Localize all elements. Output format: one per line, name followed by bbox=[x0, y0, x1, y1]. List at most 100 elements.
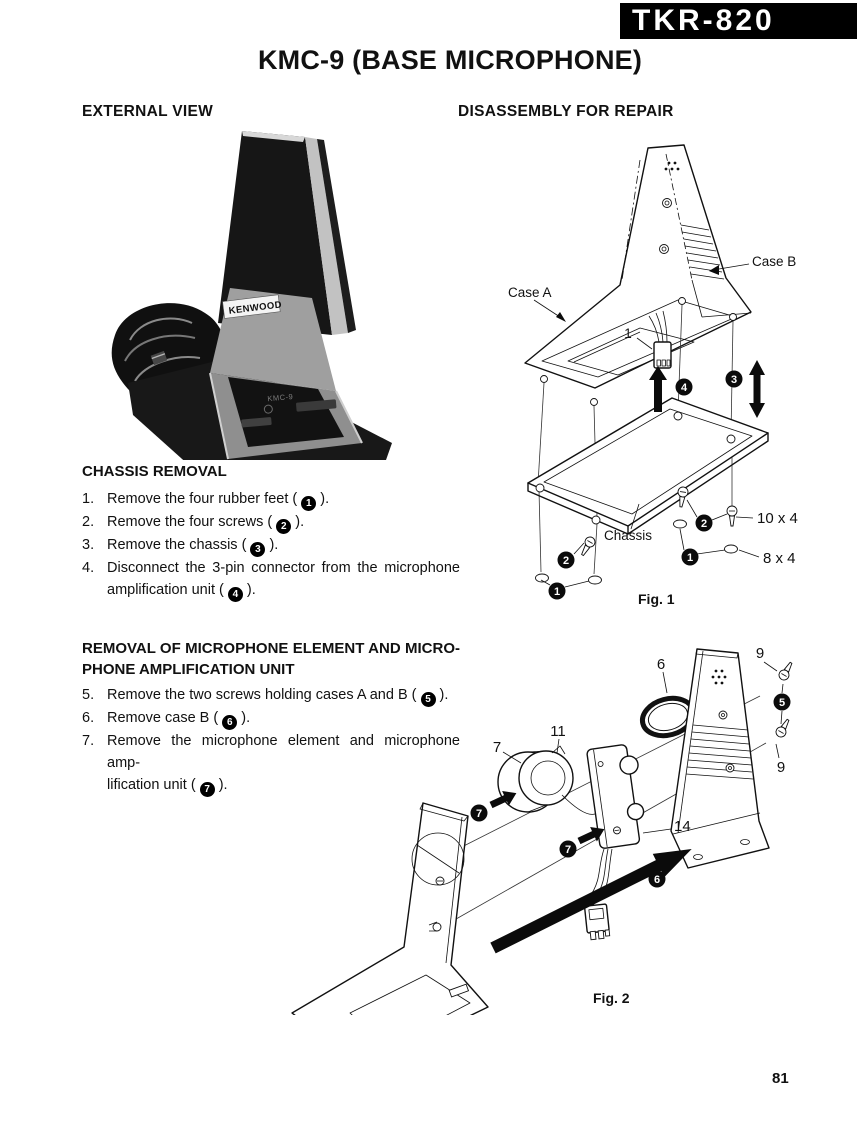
fig1-arrow-up bbox=[649, 366, 667, 412]
step-text-line: Remove the four rubber feet ( 1 ). bbox=[107, 491, 330, 511]
step-number: 4. bbox=[82, 560, 95, 576]
instruction-step: 6.Remove case B ( 6 ). bbox=[82, 707, 460, 730]
disassembly-heading: DISASSEMBLY FOR REPAIR bbox=[458, 103, 674, 120]
external-view-heading: EXTERNAL VIEW bbox=[82, 103, 214, 120]
svg-text:7: 7 bbox=[565, 844, 571, 856]
fig1-diagram: 4 3 2 2 1 1 Case A Case B 1 Chassis 10 x… bbox=[508, 144, 798, 607]
fig2-diagram: 5 7 7 6 7 11 6 9 9 14 Fig. 2 bbox=[291, 645, 793, 1015]
fig2-arrow-6 bbox=[490, 848, 692, 954]
instruction-step: 3.Remove the chassis ( 3 ). bbox=[82, 534, 460, 557]
fig2-mic-element bbox=[497, 745, 596, 815]
fig1-badge-2b: 2 bbox=[695, 514, 713, 532]
fig1-screws bbox=[581, 486, 738, 557]
photo-base-controls: KMC-9 bbox=[241, 392, 337, 428]
fig2-screws bbox=[775, 661, 793, 738]
svg-text:2: 2 bbox=[701, 518, 707, 530]
svg-text:3: 3 bbox=[731, 374, 737, 386]
step-text-line: Remove the four screws ( 2 ). bbox=[107, 514, 305, 534]
mic-removal-steps: 5. Remove the two screws holding cases A … bbox=[82, 684, 460, 797]
photo-front-channel bbox=[209, 288, 363, 460]
svg-text:5: 5 bbox=[779, 697, 785, 709]
mic-removal-heading: REMOVAL OF MICROPHONE ELEMENT AND MICRO-… bbox=[82, 638, 460, 680]
fig2-case-b bbox=[670, 648, 770, 869]
external-view-photo: KENWOOD KMC-9 bbox=[111, 131, 392, 460]
step-number: 7. bbox=[82, 733, 95, 749]
fig2-leader-lines bbox=[502, 661, 784, 834]
step-text-line: lification unit ( 7 ). bbox=[107, 777, 228, 797]
fig2-speaker-dots bbox=[711, 669, 727, 685]
fig1-speaker-dots bbox=[664, 161, 680, 171]
page-title: KMC-9 (BASE MICROPHONE) bbox=[257, 45, 643, 75]
chassis-removal-heading: CHASSIS REMOVAL bbox=[82, 463, 227, 480]
step-text-line: Remove the microphone element and microp… bbox=[107, 733, 460, 771]
fig1-case-rim bbox=[540, 297, 737, 406]
fig2-label-14: 14 bbox=[674, 818, 691, 835]
fig1-label-foot-spec: 8 x 4 bbox=[763, 550, 796, 567]
instruction-step: 5. Remove the two screws holding cases A … bbox=[82, 684, 460, 707]
fig2-label-7: 7 bbox=[493, 739, 501, 756]
fig2-badge-5: 5 bbox=[773, 693, 791, 711]
step-number: 3. bbox=[82, 537, 95, 553]
photo-model-text: KMC-9 bbox=[267, 392, 294, 403]
fig2-label-11: 11 bbox=[550, 723, 566, 740]
fig1-connector bbox=[648, 310, 672, 369]
fig1-arrow-double bbox=[749, 360, 765, 418]
step-ref-badge: 2 bbox=[276, 519, 292, 534]
fig1-badge-2a: 2 bbox=[557, 551, 575, 569]
mic-removal-heading-line1: REMOVAL OF MICROPHONE ELEMENT AND MICRO- bbox=[82, 640, 460, 657]
svg-text:1: 1 bbox=[687, 552, 693, 564]
fig1-rubber-feet bbox=[535, 519, 738, 585]
fig1-caption: Fig. 1 bbox=[638, 591, 675, 607]
svg-text:4: 4 bbox=[681, 382, 688, 394]
fig1-leader-lines bbox=[533, 263, 760, 588]
step-number: 1. bbox=[82, 491, 95, 507]
instruction-step: 2. Remove the four screws ( 2 ). bbox=[82, 511, 460, 534]
step-number: 2. bbox=[82, 514, 95, 530]
fig2-arrow-7b bbox=[577, 826, 605, 845]
model-banner: TKR-820 bbox=[620, 3, 857, 39]
fig1-callout-badges: 4 3 2 2 1 1 bbox=[548, 370, 743, 600]
fig1-label-case-b: Case B bbox=[752, 254, 796, 269]
photo-brand-label: KENWOOD bbox=[222, 294, 283, 319]
chassis-removal-steps: 1. Remove the four rubber feet ( 1 ). 2. Re… bbox=[82, 488, 460, 602]
fig1-badge-3: 3 bbox=[725, 370, 743, 388]
step-ref-badge: 4 bbox=[227, 587, 243, 602]
svg-text:1: 1 bbox=[554, 586, 560, 598]
svg-text:2: 2 bbox=[563, 555, 569, 567]
fig2-callout-badges: 5 7 7 6 bbox=[470, 693, 791, 888]
fig1-badge-1b: 1 bbox=[681, 548, 699, 566]
fig1-label-connector: 1 bbox=[624, 326, 632, 341]
step-ref-badge: 6 bbox=[222, 715, 238, 730]
instruction-step: 1. Remove the four rubber feet ( 1 ). bbox=[82, 488, 460, 511]
step-ref-badge: 7 bbox=[199, 782, 215, 797]
fig2-bracket bbox=[583, 744, 645, 941]
model-banner-text: TKR-820 bbox=[632, 4, 775, 37]
fig2-connector bbox=[583, 903, 611, 941]
page-number: 81 bbox=[772, 1070, 789, 1087]
fig1-badge-1a: 1 bbox=[548, 582, 566, 600]
step-text-line: amplification unit ( 4 ). bbox=[107, 582, 256, 602]
step-text-line: Remove the two screws holding cases A an… bbox=[107, 687, 449, 707]
svg-text:7: 7 bbox=[476, 808, 482, 820]
svg-text:6: 6 bbox=[654, 874, 660, 886]
step-number: 5. bbox=[82, 687, 95, 703]
fig2-badge-7b: 7 bbox=[559, 840, 577, 858]
fig2-label-9-bottom: 9 bbox=[777, 759, 785, 776]
fig2-arrow-7a bbox=[489, 790, 517, 809]
mic-removal-heading-line2: PHONE AMPLIFICATION UNIT bbox=[82, 661, 295, 678]
fig1-label-chassis: Chassis bbox=[604, 528, 652, 543]
fig2-vent-lines bbox=[685, 724, 754, 780]
fig2-badge-6: 6 bbox=[648, 870, 666, 888]
fig1-badge-4: 4 bbox=[675, 378, 693, 396]
fig2-caption: Fig. 2 bbox=[593, 990, 630, 1006]
fig1-case-screw-holes bbox=[659, 198, 672, 254]
fig1-case-body bbox=[524, 144, 752, 389]
step-number: 6. bbox=[82, 710, 95, 726]
step-ref-badge: 5 bbox=[420, 692, 436, 707]
fig2-label-6: 6 bbox=[657, 656, 665, 673]
instruction-step: 7. Remove the microphone element and micr… bbox=[82, 730, 460, 797]
fig2-label-9-top: 9 bbox=[756, 645, 764, 662]
step-ref-badge: 3 bbox=[250, 542, 266, 557]
step-ref-badge: 1 bbox=[301, 496, 317, 511]
fig2-badge-7a: 7 bbox=[470, 804, 488, 822]
